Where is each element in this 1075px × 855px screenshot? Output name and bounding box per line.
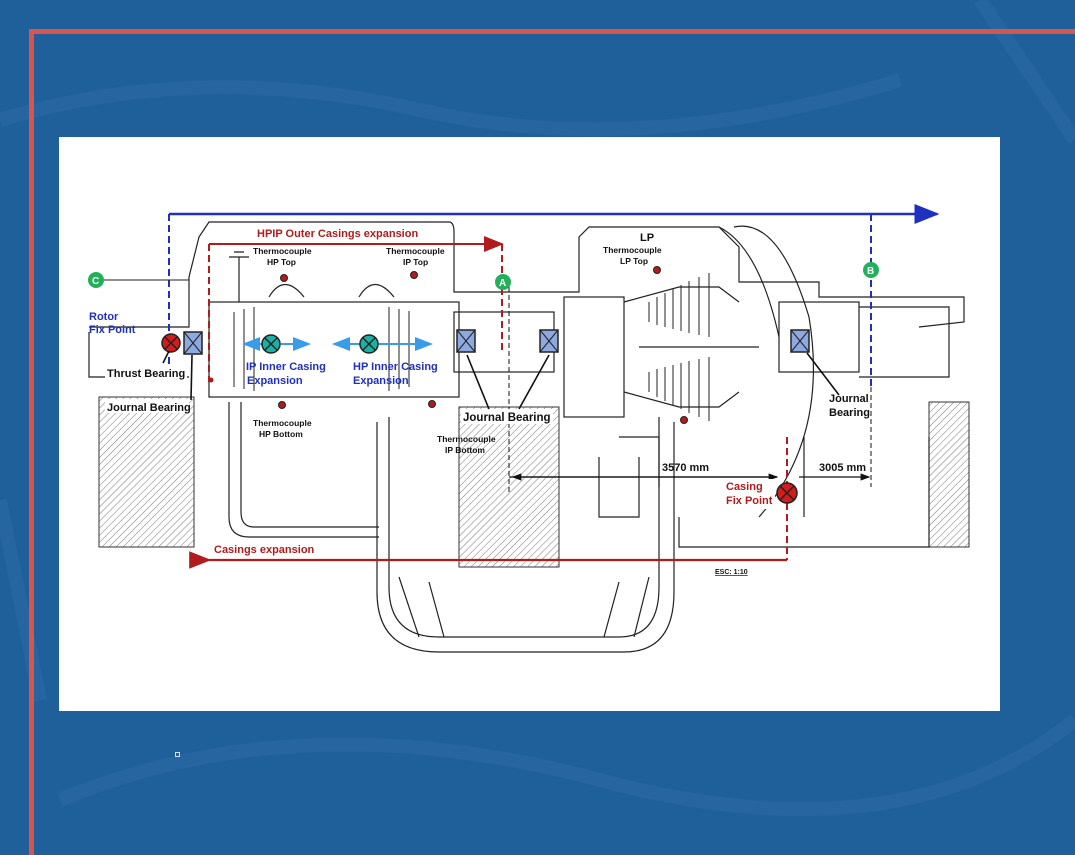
turbine-diagram: HPIP Outer Casings expansion Casings exp…	[88, 204, 970, 653]
tc-hp-bottom-2: HP Bottom	[259, 429, 303, 439]
casing-fix-label-bg	[723, 479, 775, 509]
thermocouple-ip-bottom-dot	[428, 400, 436, 408]
journal-bearing-mid-label: Journal Bearing	[463, 412, 551, 424]
ip-inner-label-2: Expansion	[247, 375, 303, 387]
leader-lines	[162, 350, 840, 410]
thrust-bearing-label: Thrust Bearing	[107, 368, 185, 380]
foundation-left	[98, 396, 195, 548]
marker-b-label: B	[867, 266, 874, 277]
thermocouple-ip-top-dot	[410, 271, 418, 279]
journal-bearing-right-label-2: Bearing	[829, 407, 870, 419]
thrust-bearing-icon	[161, 333, 181, 353]
thermocouple-hp-top-dot	[280, 274, 288, 282]
casing-fix-label-1: Casing	[726, 481, 763, 493]
thermocouple-dot	[208, 377, 214, 383]
casing-fix-point-icon	[776, 482, 798, 504]
ip-inner-label-1: IP Inner Casing	[246, 361, 326, 373]
rotor-fix-label-1: Rotor	[89, 311, 119, 323]
marker-c	[88, 272, 104, 288]
ip-expansion-center-icon	[261, 334, 281, 354]
journal-bearing-left-label: Journal Bearing	[107, 402, 191, 414]
marker-c-label: C	[92, 276, 99, 287]
journal-bearing-icon	[183, 331, 203, 355]
hp-expansion-center-icon	[359, 334, 379, 354]
dim-3570-label: 3570 mm	[662, 462, 709, 474]
tc-hp-top-2: HP Top	[267, 257, 296, 267]
marker-a-label: A	[499, 278, 506, 289]
journal-bearing-right-label-1: Journal	[829, 393, 869, 405]
rotor-fix-label-2: Fix Point	[89, 324, 136, 336]
thrust-bearing-label-bg	[105, 365, 187, 379]
foundation-right	[928, 401, 970, 548]
tc-ip-bottom-1: Thermocouple	[437, 434, 496, 444]
slide-frame	[29, 29, 1075, 855]
slide-marker	[175, 752, 180, 757]
hpip-expansion-label: HPIP Outer Casings expansion	[257, 228, 418, 240]
tc-lp-top-2: LP Top	[620, 256, 648, 266]
tc-lp-top-1: Thermocouple	[603, 245, 662, 255]
casing-fix-label-2: Fix Point	[726, 495, 773, 507]
marker-b	[863, 262, 879, 278]
thermocouple-lp-top-dot	[653, 266, 661, 274]
thermocouple-hp-bottom-dot	[278, 401, 286, 409]
dim-3005-label: 3005 mm	[819, 462, 866, 474]
turbine-diagram-card: HPIP Outer Casings expansion Casings exp…	[59, 137, 1000, 711]
lp-label: LP	[640, 232, 654, 244]
hp-inner-label-1: HP Inner Casing	[353, 361, 438, 373]
tc-hp-top-1: Thermocouple	[253, 246, 312, 256]
journal-bearing-icon	[539, 329, 559, 353]
scale-label: ESC: 1:10	[715, 569, 748, 576]
journal-bearing-icon	[456, 329, 476, 353]
journal-bearing-mid-bg	[461, 409, 553, 424]
thermocouple-lp-dot	[680, 416, 688, 424]
journal-bearing-icon	[790, 329, 810, 353]
hp-inner-label-2: Expansion	[353, 375, 409, 387]
tc-hp-bottom-1: Thermocouple	[253, 418, 312, 428]
casings-expansion-label: Casings expansion	[214, 544, 315, 556]
journal-bearing-left-bg	[105, 399, 189, 413]
tc-ip-bottom-2: IP Bottom	[445, 445, 485, 455]
tc-ip-top-1: Thermocouple	[386, 246, 445, 256]
marker-a	[495, 274, 511, 290]
tc-ip-top-2: IP Top	[403, 257, 428, 267]
